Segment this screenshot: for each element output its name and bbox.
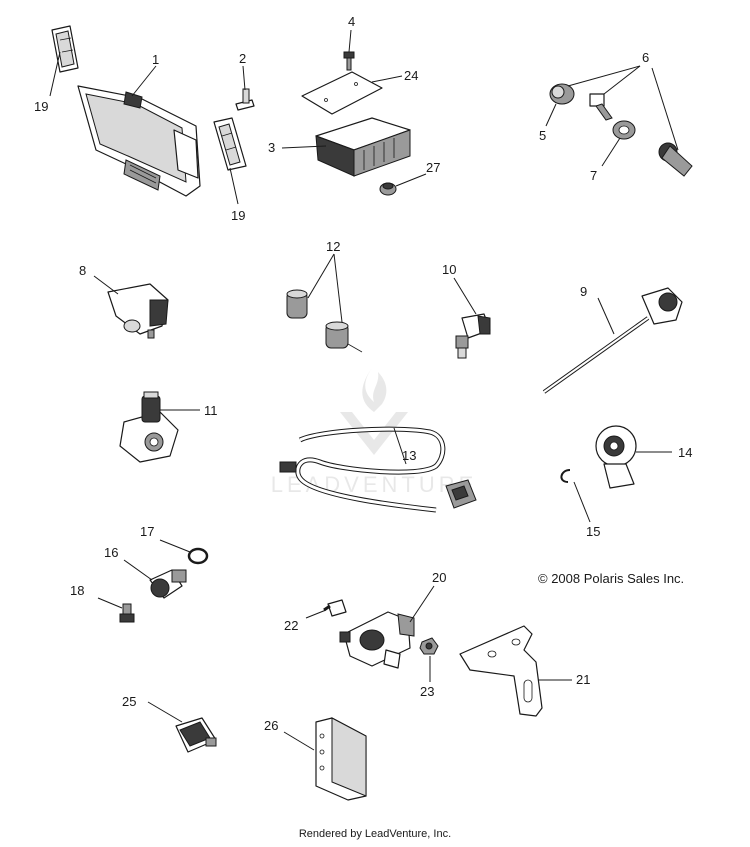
callout-17: 17 bbox=[140, 524, 154, 539]
part-24-cover-plate bbox=[301, 71, 383, 115]
callout-19-left: 19 bbox=[34, 99, 48, 114]
part-15-clip bbox=[560, 469, 571, 483]
part-9-probe-sensor bbox=[542, 287, 683, 394]
part-25-switch bbox=[175, 717, 217, 753]
part-6-connector bbox=[658, 142, 693, 177]
leader-lines bbox=[49, 29, 679, 751]
watermark-text: LEADVENTURE bbox=[271, 472, 478, 497]
part-23-nut bbox=[419, 637, 439, 655]
part-27-grommet bbox=[379, 182, 397, 196]
callout-5: 5 bbox=[539, 128, 546, 143]
part-7-ring bbox=[612, 120, 636, 140]
part-5-cap bbox=[549, 83, 575, 105]
part-14-knock-sensor bbox=[595, 425, 637, 489]
callout-14: 14 bbox=[678, 445, 692, 460]
part-4-screw bbox=[343, 51, 355, 71]
part-16-sensor bbox=[149, 569, 187, 599]
callout-24: 24 bbox=[404, 68, 418, 83]
callout-12: 12 bbox=[326, 239, 340, 254]
part-20-valve bbox=[339, 611, 415, 669]
part-13-harness bbox=[279, 426, 477, 513]
callout-18: 18 bbox=[70, 583, 84, 598]
callout-2: 2 bbox=[239, 51, 246, 66]
callout-11: 11 bbox=[204, 403, 218, 418]
part-8-map-sensor bbox=[107, 283, 169, 339]
part-22-fitting bbox=[323, 599, 347, 617]
callout-23: 23 bbox=[420, 684, 434, 699]
part-3-module bbox=[315, 117, 411, 177]
part-21-bracket bbox=[459, 625, 543, 717]
part-26-relay bbox=[315, 717, 367, 801]
part-1-ecu bbox=[77, 85, 201, 197]
callout-21: 21 bbox=[576, 672, 590, 687]
part-18-bolt bbox=[119, 603, 135, 623]
part-17-o-ring bbox=[187, 547, 209, 565]
callout-27: 27 bbox=[426, 160, 440, 175]
callout-1: 1 bbox=[152, 52, 159, 67]
part-11-throttle-sensor bbox=[119, 391, 179, 463]
callout-numbers: 19 1 2 19 4 24 3 27 5 6 7 8 12 10 9 11 1… bbox=[34, 14, 692, 733]
callout-25: 25 bbox=[122, 694, 136, 709]
footer-credit: Rendered by LeadVenture, Inc. bbox=[298, 828, 452, 840]
callout-4: 4 bbox=[348, 14, 355, 29]
callout-7: 7 bbox=[590, 168, 597, 183]
part-19-bracket-right bbox=[213, 117, 247, 171]
callout-16: 16 bbox=[104, 545, 118, 560]
callout-20: 20 bbox=[432, 570, 446, 585]
callout-3: 3 bbox=[268, 140, 275, 155]
callout-9: 9 bbox=[580, 284, 587, 299]
callout-19-right: 19 bbox=[231, 208, 245, 223]
callout-10: 10 bbox=[442, 262, 456, 277]
part-12-cylinders bbox=[286, 289, 363, 353]
callout-26: 26 bbox=[264, 718, 278, 733]
part-2-bolt bbox=[235, 88, 255, 111]
callout-22: 22 bbox=[284, 618, 298, 633]
part-6-terminal bbox=[589, 93, 613, 121]
part-19-bracket-left bbox=[51, 25, 79, 73]
callout-13: 13 bbox=[402, 448, 416, 463]
callout-8: 8 bbox=[79, 263, 86, 278]
copyright-notice: © 2008 Polaris Sales Inc. bbox=[538, 571, 685, 586]
callout-6: 6 bbox=[642, 50, 649, 65]
part-10-temp-sensor bbox=[455, 313, 491, 359]
callout-15: 15 bbox=[586, 524, 600, 539]
